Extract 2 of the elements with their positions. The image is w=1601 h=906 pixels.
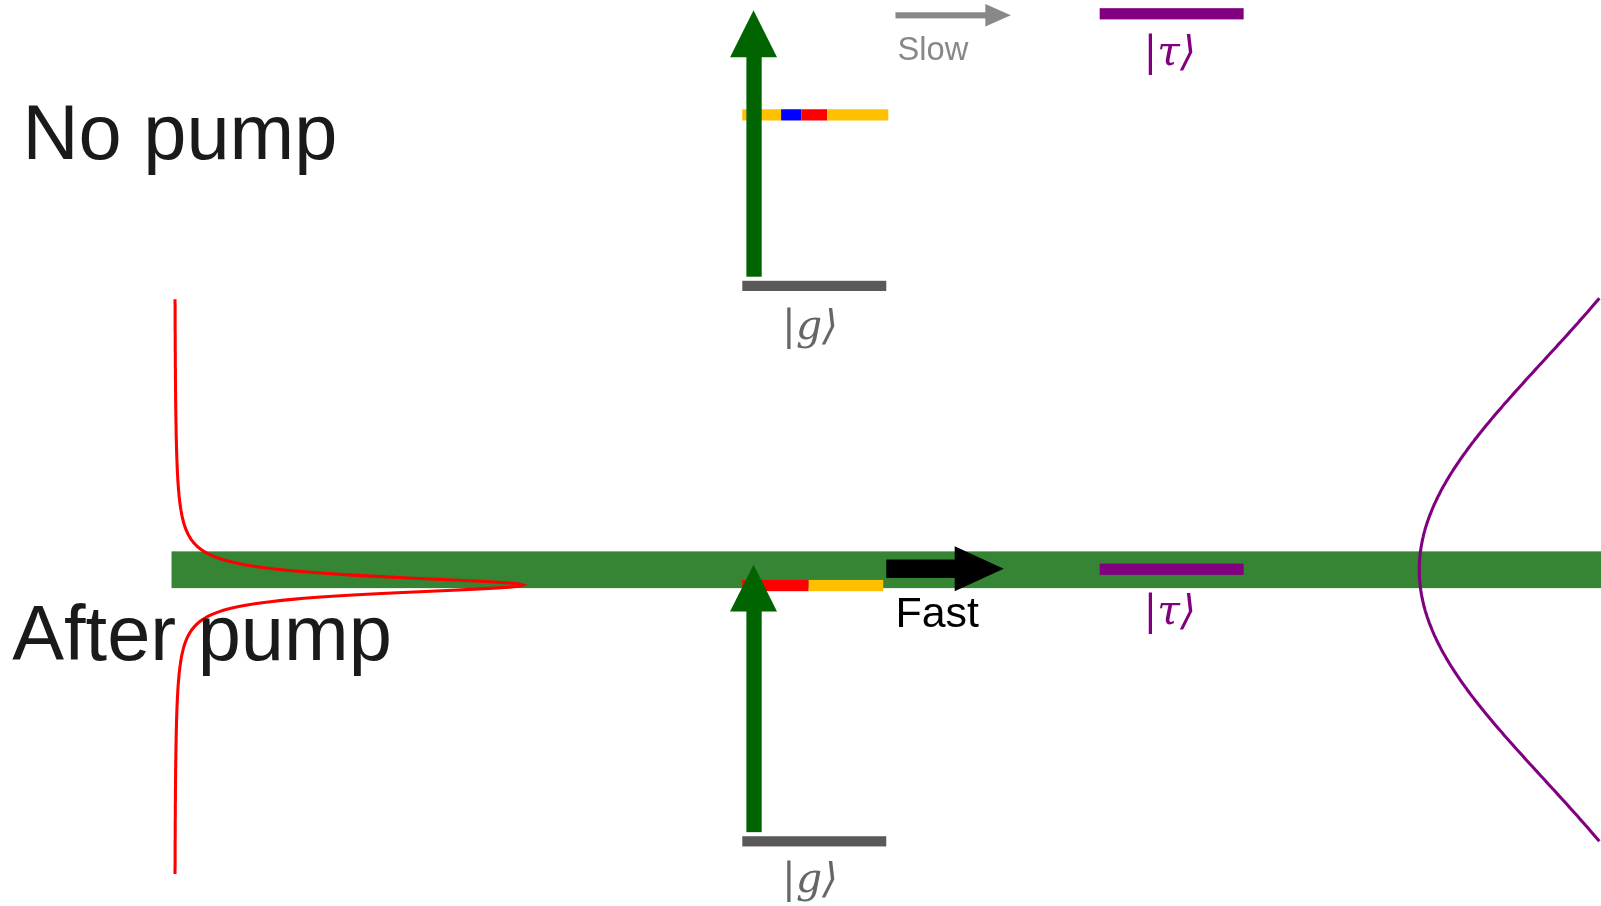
speed-label: Slow — [897, 32, 969, 66]
speed-label: Fast — [895, 591, 979, 635]
